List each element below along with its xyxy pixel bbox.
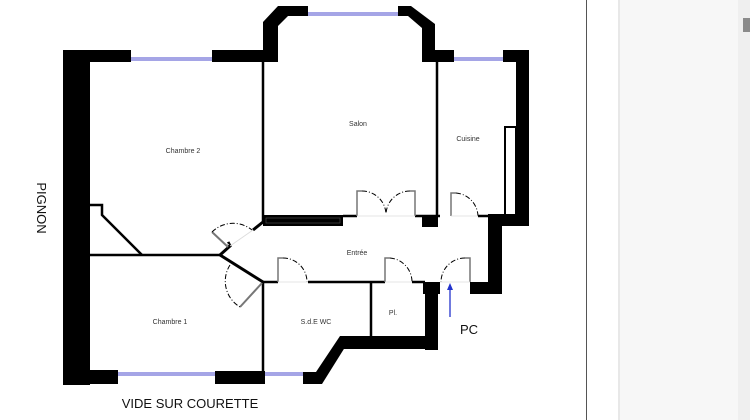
scrollbar-thumb[interactable] xyxy=(743,18,750,32)
room-label-salon: Salon xyxy=(349,121,367,128)
document-page: Chambre 2 Salon Cuisine Entrée Chambre 1… xyxy=(34,6,529,411)
room-label-chambre2: Chambre 2 xyxy=(166,148,201,155)
chambre1-door xyxy=(224,264,263,308)
doors xyxy=(211,190,479,308)
vertical-scrollbar[interactable] xyxy=(738,0,750,420)
placard-door xyxy=(384,257,413,283)
room-label-placard: Pl. xyxy=(389,310,397,317)
annotation-vide-sur-courette: VIDE SUR COURETTE xyxy=(122,396,259,411)
page-border xyxy=(586,0,587,420)
interior-walls xyxy=(90,62,517,372)
cuisine-door xyxy=(450,192,479,217)
chambre2-door xyxy=(211,222,253,248)
annotation-pc: PC xyxy=(460,322,478,337)
room-label-sde-wc: S.d.E WC xyxy=(301,319,332,326)
room-label-chambre1: Chambre 1 xyxy=(153,319,188,326)
floor-plan: Chambre 2 Salon Cuisine Entrée Chambre 1… xyxy=(34,6,529,411)
entrance-arrow-icon xyxy=(447,283,453,317)
windows xyxy=(118,12,503,376)
viewer-gutter xyxy=(587,0,618,420)
annotation-pignon: PIGNON xyxy=(34,182,49,233)
exterior-walls xyxy=(63,6,529,385)
salon-double-door xyxy=(356,190,416,216)
entrance-door xyxy=(440,257,471,283)
room-label-cuisine: Cuisine xyxy=(456,136,479,143)
sde-door xyxy=(277,257,308,283)
side-panel xyxy=(618,0,738,420)
room-label-entree: Entrée xyxy=(347,250,368,257)
